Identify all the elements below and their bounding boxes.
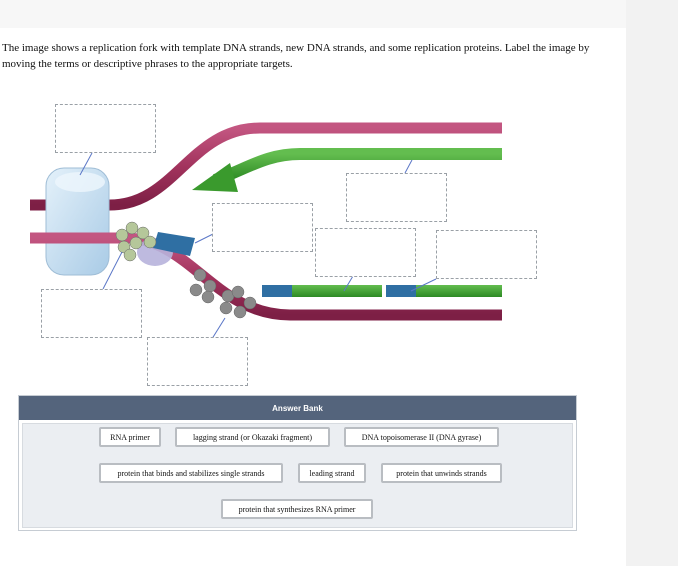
term-primase[interactable]: protein that synthesizes RNA primer	[221, 499, 373, 519]
term-single-strand-binding-protein[interactable]: protein that binds and stabilizes single…	[99, 463, 283, 483]
drop-target-1[interactable]	[55, 104, 156, 153]
instructions-text: The image shows a replication fork with …	[2, 42, 590, 70]
right-gutter	[626, 0, 678, 566]
term-lagging-strand[interactable]: lagging strand (or Okazaki fragment)	[175, 427, 330, 447]
upper-template-strand	[30, 122, 502, 211]
drop-target-2[interactable]	[346, 173, 447, 222]
term-dna-topoisomerase[interactable]: DNA topoisomerase II (DNA gyrase)	[344, 427, 499, 447]
drop-target-5[interactable]	[436, 230, 537, 279]
drop-target-3[interactable]	[212, 203, 313, 252]
ssb-proteins	[115, 221, 257, 319]
okazaki-fragment-1	[290, 285, 382, 297]
top-strip	[0, 0, 678, 28]
rna-primer-segment-1	[262, 285, 292, 297]
answer-bank-title: Answer Bank	[19, 396, 576, 420]
leader-lines	[79, 152, 437, 343]
replication-fork-diagram	[30, 122, 502, 343]
leading-strand-arrowhead	[192, 163, 238, 192]
rna-primer-segment-2	[386, 285, 416, 297]
drop-target-4[interactable]	[315, 228, 416, 277]
term-leading-strand[interactable]: leading strand	[298, 463, 366, 483]
topoisomerase	[45, 167, 110, 276]
answer-bank-body: RNA primer lagging strand (or Okazaki fr…	[22, 423, 573, 528]
drop-target-7[interactable]	[147, 337, 248, 386]
term-rna-primer[interactable]: RNA primer	[99, 427, 161, 447]
answer-bank: Answer Bank RNA primer lagging strand (o…	[18, 395, 577, 531]
primase-rna-primer	[153, 232, 195, 256]
drop-target-6[interactable]	[41, 289, 142, 338]
term-helicase[interactable]: protein that unwinds strands	[381, 463, 502, 483]
